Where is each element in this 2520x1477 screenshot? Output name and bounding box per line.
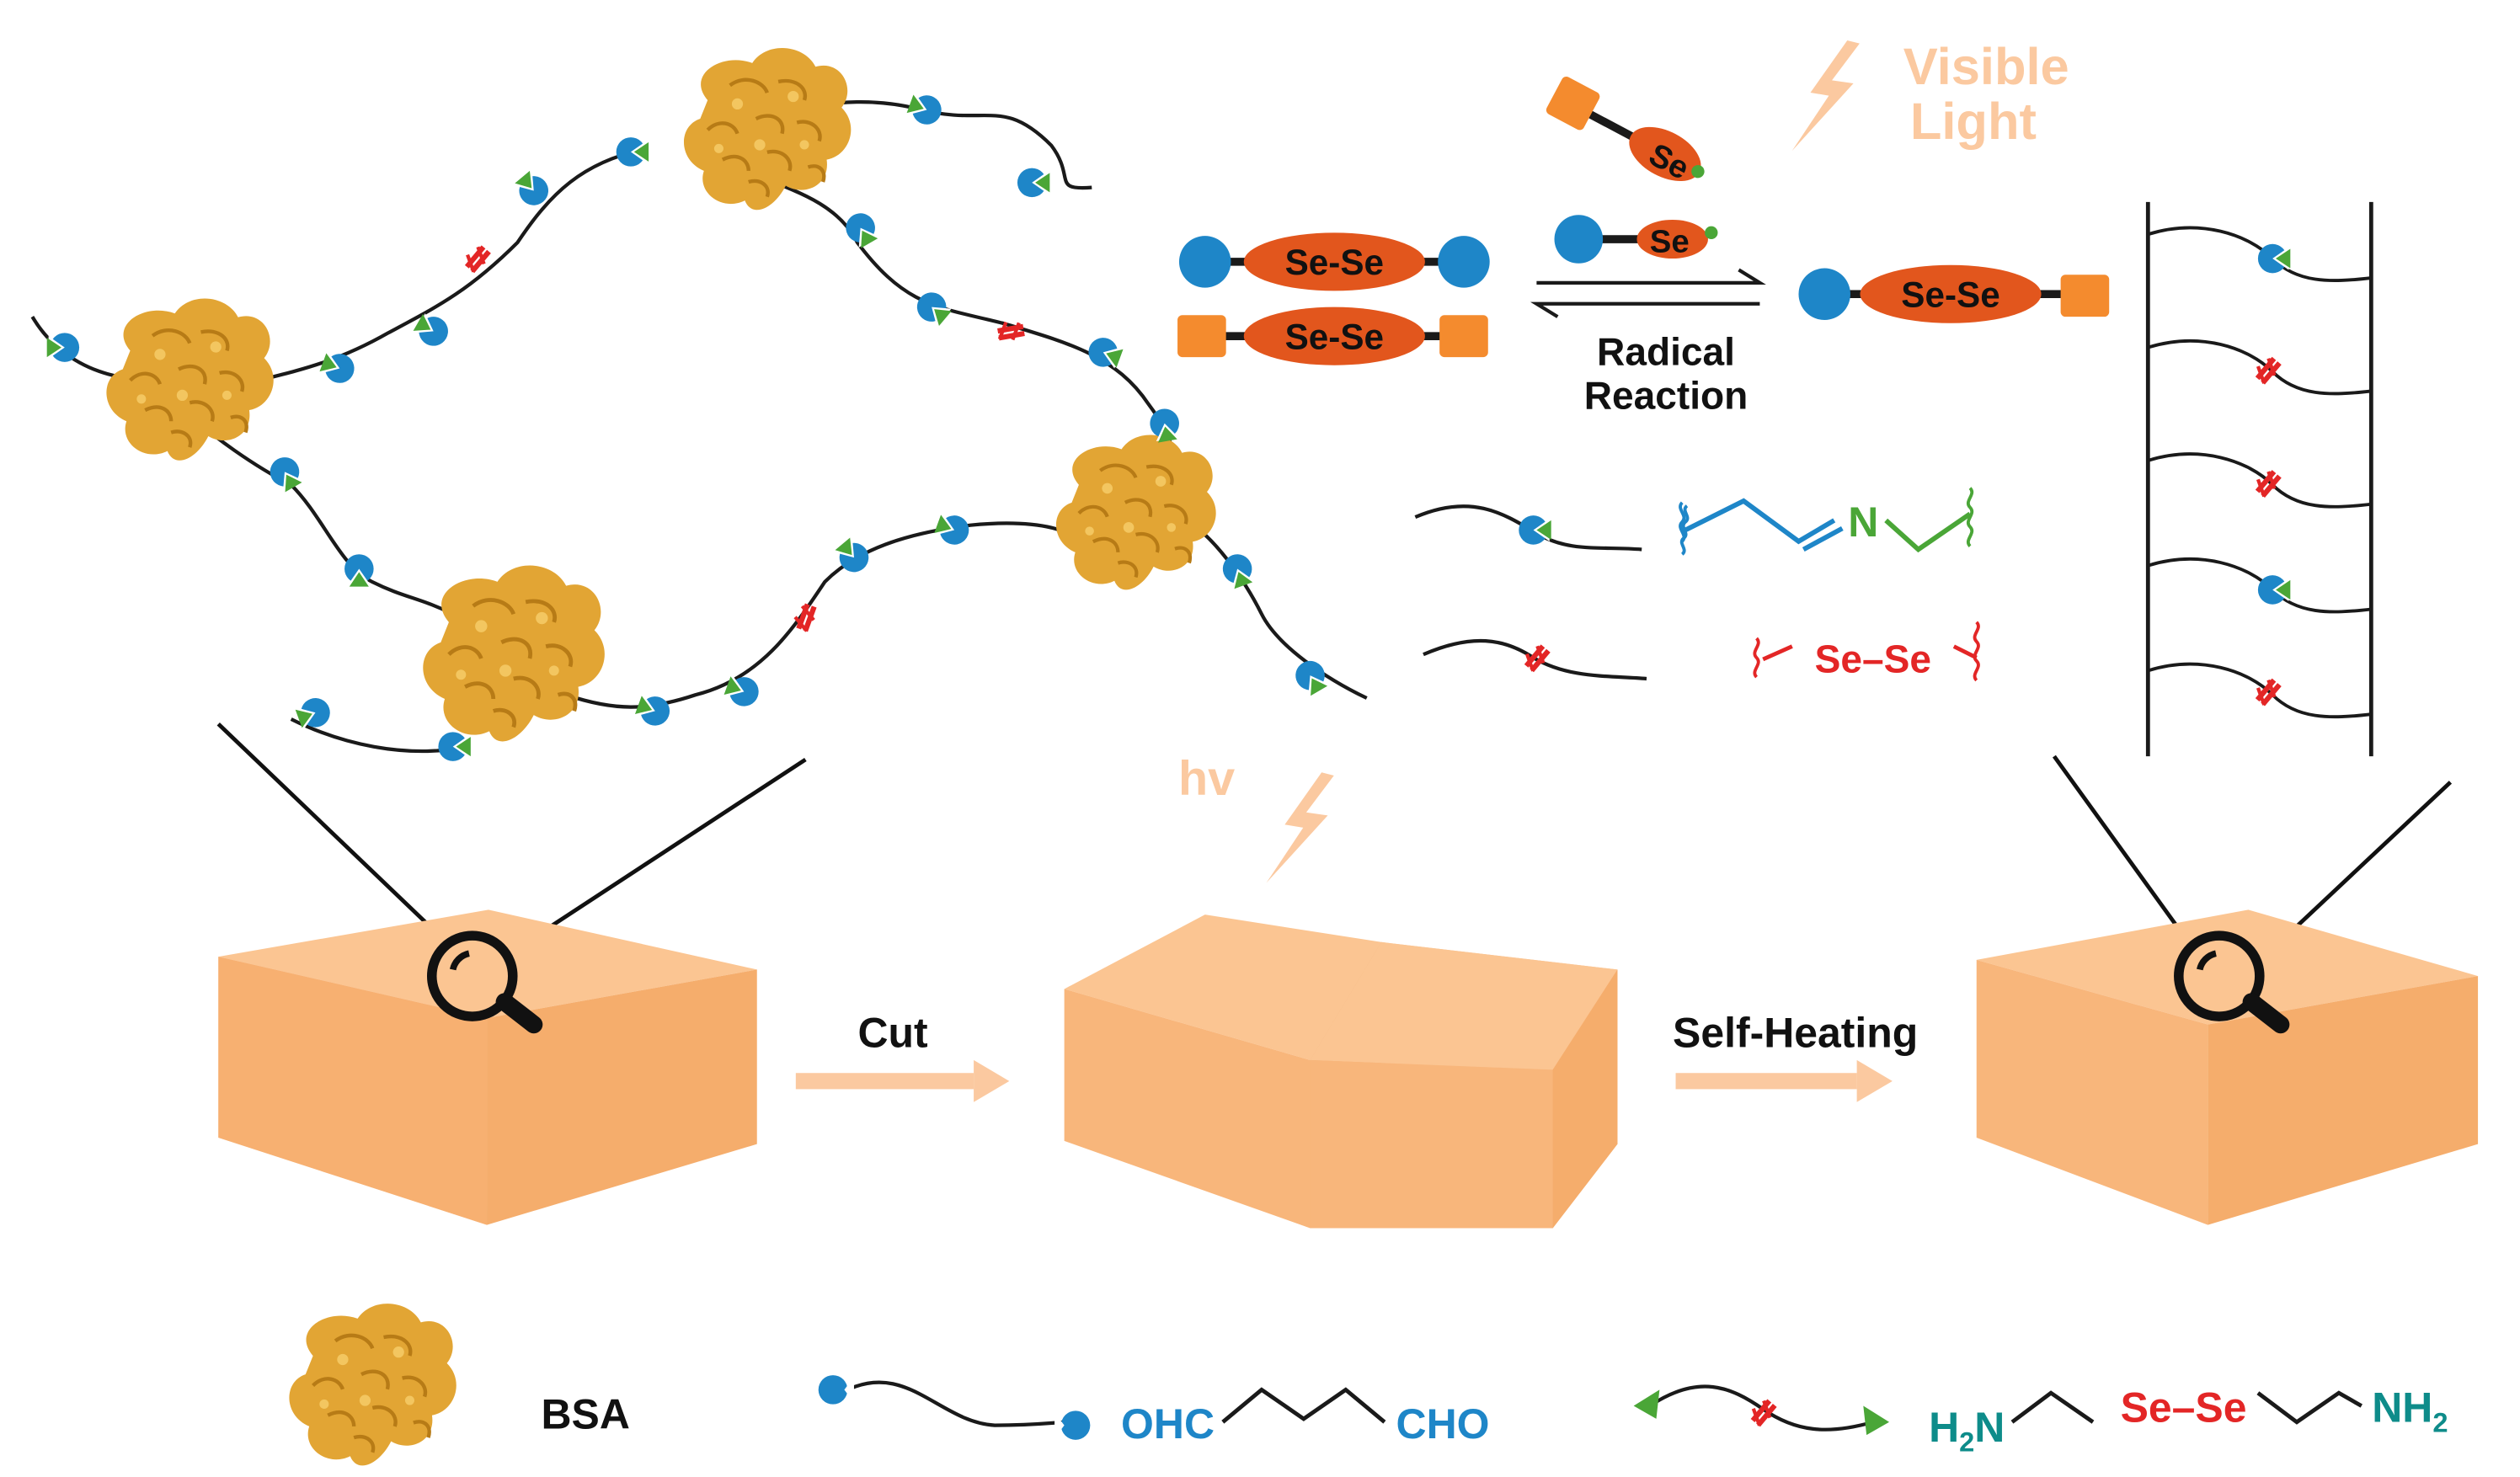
hydrogel-block-healed: [1976, 909, 2479, 1225]
aldehyde-end-icon: [818, 1375, 854, 1405]
hydrogel-block-original: [218, 909, 757, 1225]
nh2-label: NH2: [2372, 1384, 2448, 1437]
visible-light-line1: Visible: [1903, 38, 2069, 96]
se-se-right-label: Se-Se: [1901, 275, 1999, 315]
visible-light-line2: Light: [1910, 93, 2037, 151]
se-se-left-bottom-label: Se-Se: [1285, 317, 1384, 357]
legend-sese-label: Se–Se: [1815, 637, 1931, 680]
radical-reaction-line2: Reaction: [1584, 374, 1749, 418]
imine-n-label: N: [1848, 499, 1878, 546]
hv-label: hv: [1178, 752, 1235, 806]
bsa-label: BSA: [541, 1390, 629, 1437]
cut-arrow: [795, 1059, 1010, 1102]
hydrogel-block-cut: [1064, 914, 1618, 1229]
self-heating-arrow: [1675, 1059, 1893, 1102]
diselenide-exchange: Se Se Se-Se Se-Se Radical Reaction: [1177, 38, 2110, 418]
amine-end-icon: [1863, 1405, 1890, 1436]
h2n-label: H2N: [1929, 1404, 2005, 1457]
cho-label: CHO: [1396, 1400, 1490, 1448]
bond-legend: N Se–Se: [1414, 487, 1980, 682]
se-radical-bottom-label: Se: [1650, 223, 1690, 259]
radical-reaction-line1: Radical: [1597, 330, 1735, 374]
legend-bottom-sese-label: Se–Se: [2121, 1384, 2247, 1432]
se-se-left-top-label: Se-Se: [1285, 243, 1384, 282]
healed-network: [2145, 201, 2373, 757]
ohc-label: OHC: [1121, 1400, 1215, 1448]
amine-end-icon: [1633, 1389, 1660, 1419]
self-heating-label: Self-Heating: [1673, 1010, 1918, 1057]
bsa-protein-icon: [289, 1304, 456, 1465]
lightning-icon: [1791, 40, 1860, 152]
zoom-lines-left: [216, 722, 807, 952]
bottom-legend: BSA OHC CHO H2N Se–Se NH2: [289, 1304, 2448, 1465]
cut-label: Cut: [857, 1010, 928, 1057]
aldehyde-end-icon: [1054, 1410, 1091, 1440]
bsa-protein-icon: [106, 48, 1215, 741]
lightning-icon: [1266, 772, 1334, 883]
